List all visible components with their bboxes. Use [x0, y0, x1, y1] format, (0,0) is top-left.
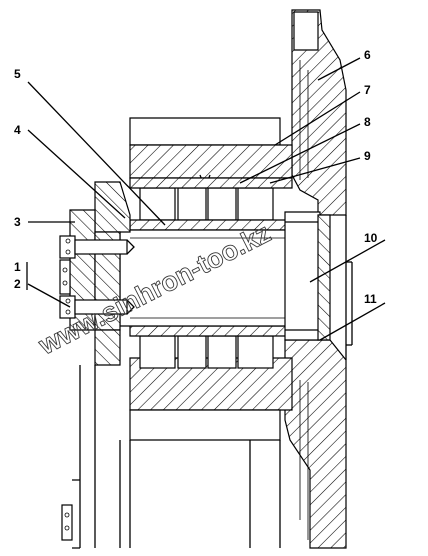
callout-10: 10 [364, 231, 378, 245]
callout-6: 6 [364, 48, 371, 62]
roller-bearing-lower [129, 325, 293, 369]
leader-lines [27, 57, 386, 341]
callout-7: 7 [364, 83, 371, 97]
callout-3: 3 [14, 215, 21, 229]
callout-2: 2 [14, 277, 21, 291]
callout-11: 11 [364, 292, 377, 306]
end-cap [284, 211, 331, 341]
callouts: 1 2 3 4 5 6 7 8 9 10 11 [14, 48, 378, 306]
bolt-upper [59, 235, 135, 259]
roller-bearing-upper [129, 177, 293, 231]
callout-5: 5 [14, 67, 21, 81]
outer-ring [129, 117, 293, 441]
flange-body [284, 9, 353, 549]
bolt-lower [59, 295, 135, 319]
callout-4: 4 [14, 123, 21, 137]
callout-8: 8 [364, 115, 371, 129]
lower-bracket [61, 440, 281, 549]
callout-1: 1 [14, 260, 21, 274]
callout-9: 9 [364, 149, 371, 163]
locking-wire [59, 259, 71, 295]
